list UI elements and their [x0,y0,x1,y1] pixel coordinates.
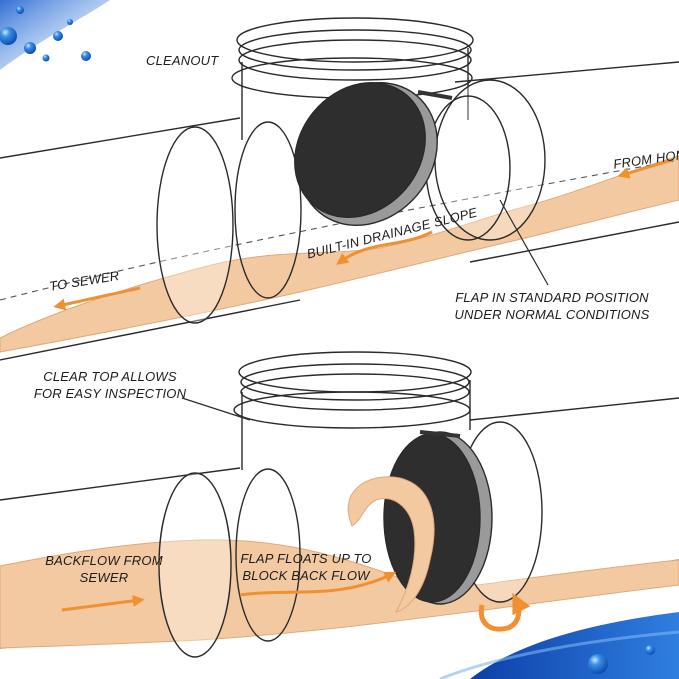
water-bubble-icon [24,42,36,54]
water-bubble-icon [588,654,608,674]
label-flap-standard-line-1: FLAP IN STANDARD POSITION [455,290,649,305]
top-pipe-upper-edge [0,61,679,159]
label-flap-floats: FLAP FLOATS UP TO BLOCK BACK FLOW [226,550,386,584]
bottom-valve [0,351,679,658]
flow-arrow-icon [617,158,673,179]
bottom-cleanout-thread-2 [240,373,470,411]
bottom-left-ring-outer [158,472,232,658]
bottom-cleanout-body [241,380,471,470]
top-cleanout-thread-1 [238,29,472,71]
bottom-cleanout-thread-1 [240,363,470,401]
water-bubble-icon [0,27,17,45]
backflow-swirl [347,476,435,613]
leader-line-flap-standard [499,199,549,286]
label-flap-standard: FLAP IN STANDARD POSITION UNDER NORMAL C… [444,289,660,323]
leader-line-clear-top [181,397,251,421]
bottom-left-ring-inner [235,468,301,642]
bottom-flap-hinge [419,430,461,438]
label-clear-top-line-1: CLEAR TOP ALLOWS [43,369,177,384]
water-bubble-icon [53,31,63,41]
water-bubble-icon [645,645,655,655]
top-pipe-lower-edge [0,221,679,361]
curl-arrow-icon [478,592,531,632]
label-clear-top: CLEAR TOP ALLOWS FOR EASY INSPECTION [22,368,198,402]
top-left-ring-inner [234,121,302,299]
label-backflow-line-2: SEWER [79,570,129,585]
top-flap [294,81,426,219]
top-left-ring-outer [156,126,234,324]
label-backflow: BACKFLOW FROM SEWER [30,552,178,586]
water-bubble-icon [16,6,24,14]
label-backflow-line-1: BACKFLOW FROM [45,553,163,568]
bottom-pipe-upper-edge [0,397,679,501]
top-cleanout-thread-2 [238,39,472,81]
bottom-water [0,539,679,649]
bottom-cleanout-cap [238,351,472,393]
label-flap-floats-line-2: BLOCK BACK FLOW [242,568,370,583]
bottom-wave-highlight [439,630,679,679]
bottom-cleanout-collar [233,391,471,429]
label-clear-top-line-2: FOR EASY INSPECTION [33,386,187,401]
water-bubble-icon [42,54,50,62]
water-bubble-icon [67,19,73,25]
label-flap-standard-line-2: UNDER NORMAL CONDITIONS [454,307,650,322]
flow-arrow-icon [61,594,145,612]
top-slope-dashed-line [0,159,679,301]
top-flap-hinge [417,90,453,100]
label-cleanout: CLEANOUT [146,53,219,68]
flow-arrow-icon [336,230,433,265]
water-bubble-icon [81,51,91,61]
corner-splash [0,0,110,70]
flow-arrow-icon [53,286,141,311]
flow-arrow-icon [239,571,397,597]
label-flap-floats-line-1: FLAP FLOATS UP TO [240,551,372,566]
